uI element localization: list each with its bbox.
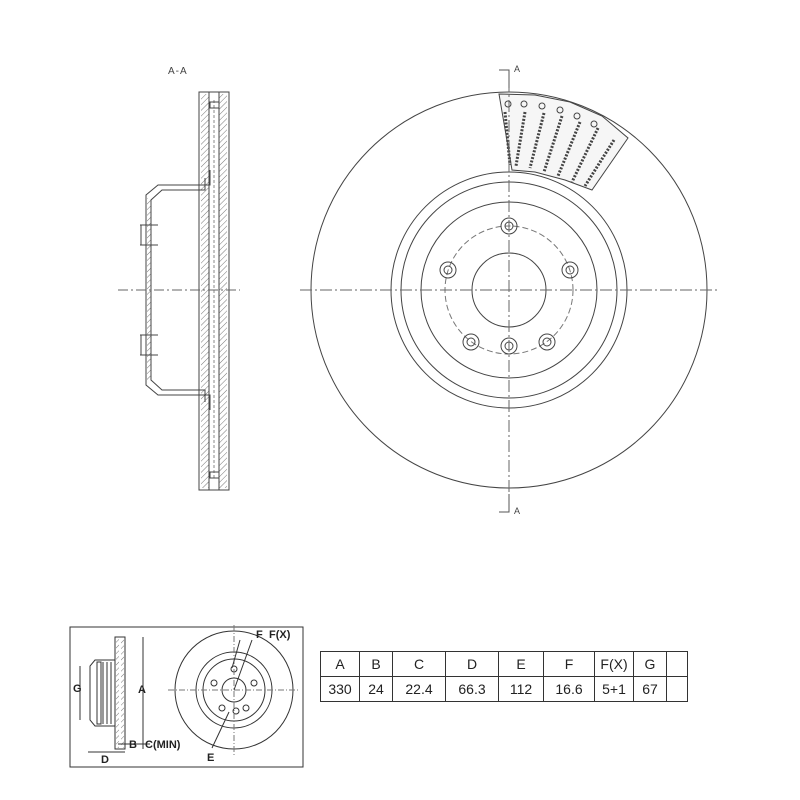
- dim-value: 112: [498, 676, 544, 702]
- ref-label-f: F: [256, 629, 263, 641]
- section-label: A-A: [168, 66, 188, 77]
- section-mark-top: A: [514, 64, 521, 74]
- dim-header: F: [543, 651, 595, 677]
- dimension-header-row: A B C D E F F(X) G: [320, 651, 688, 677]
- dim-header: D: [445, 651, 499, 677]
- dim-value: 66.3: [445, 676, 499, 702]
- ref-label-b: B: [129, 739, 137, 751]
- reference-key: [69, 625, 304, 768]
- dim-header: A: [320, 651, 360, 677]
- ref-label-e: E: [207, 752, 215, 764]
- dim-header: [666, 651, 688, 677]
- ref-label-a: A: [138, 684, 146, 696]
- ref-label-fx: F(X): [269, 629, 291, 641]
- dim-header: C: [392, 651, 446, 677]
- dim-value: 16.6: [543, 676, 595, 702]
- dim-value: 67: [633, 676, 667, 702]
- dim-header: G: [633, 651, 667, 677]
- dim-header: B: [359, 651, 393, 677]
- front-view: [300, 69, 720, 513]
- dimension-table: A B C D E F F(X) G 330 24 22.4 66.3 112 …: [320, 651, 688, 702]
- dim-header: F(X): [594, 651, 634, 677]
- dim-value: 5+1: [594, 676, 634, 702]
- dim-value: 330: [320, 676, 360, 702]
- dim-value: [666, 676, 688, 702]
- dim-value: 24: [359, 676, 393, 702]
- section-view: [118, 91, 240, 491]
- ref-label-d: D: [101, 754, 109, 766]
- dimension-value-row: 330 24 22.4 66.3 112 16.6 5+1 67: [320, 676, 688, 702]
- dim-value: 22.4: [392, 676, 446, 702]
- section-mark-bottom: A: [514, 506, 521, 516]
- ref-label-c: C(MIN): [145, 739, 181, 751]
- vane-cutaway: [498, 93, 629, 191]
- bolt-holes: [439, 217, 579, 355]
- reference-key-frame: [69, 626, 304, 768]
- dim-header: E: [498, 651, 544, 677]
- ref-label-g: G: [73, 683, 82, 695]
